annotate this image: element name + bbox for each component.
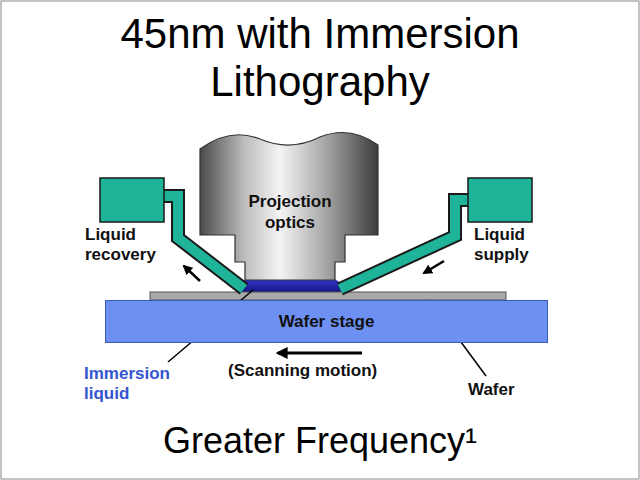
motion-label: (Scanning motion) (228, 361, 428, 381)
projection-optics: Projection optics (198, 125, 382, 285)
wafer (150, 292, 506, 300)
scan-arrow (278, 352, 362, 355)
node-text: Projection optics (235, 191, 345, 233)
caption: Greater Frequency¹ (40, 420, 600, 462)
flow-arrow (424, 261, 444, 273)
title: 45nm with Immersion Lithography (40, 10, 600, 106)
wafer-stage: Wafer stage (105, 300, 548, 343)
node-text: Wafer stage (227, 311, 427, 332)
part-label: Liquid supply (474, 225, 556, 265)
part-label: Wafer (468, 380, 538, 400)
part-label: Immersion liquid (84, 364, 196, 404)
flow-arrow (184, 266, 200, 281)
part-label: Liquid recovery (85, 225, 177, 265)
